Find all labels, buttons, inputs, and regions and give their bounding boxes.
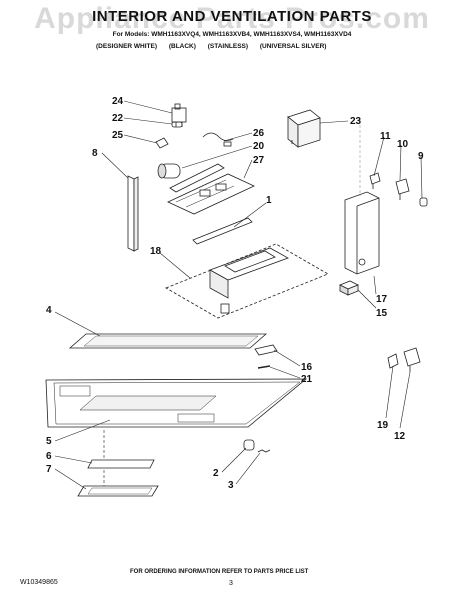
part-20-drawing — [157, 163, 181, 179]
color-universal-silver: (UNIVERSAL SILVER) — [259, 43, 327, 50]
model-list: For Models: WMH1163XVQ4, WMH1163XVB4, WM… — [112, 31, 352, 38]
part-11-drawing — [369, 172, 381, 189]
part-5-drawing — [45, 378, 308, 428]
color-stainless: (STAINLESS) — [207, 43, 249, 50]
callout-19: 19 — [377, 420, 389, 431]
part-8-drawing — [127, 175, 139, 252]
part-22-drawing — [171, 121, 183, 128]
callout-10: 10 — [397, 139, 409, 150]
part-12-drawing — [403, 347, 421, 372]
callout-18: 18 — [150, 246, 162, 257]
part-2-drawing — [243, 439, 255, 451]
leader-lines — [54, 100, 423, 490]
callout-16: 16 — [301, 362, 313, 373]
callout-5: 5 — [46, 436, 52, 447]
part-15-drawing — [339, 280, 359, 296]
callout-12: 12 — [394, 431, 406, 442]
callout-24: 24 — [112, 96, 124, 107]
part-26-drawing — [202, 132, 234, 147]
part-19-drawing — [387, 353, 399, 369]
part-24-drawing — [171, 103, 187, 127]
page-title: INTERIOR AND VENTILATION PARTS — [92, 8, 372, 25]
callout-7: 7 — [46, 464, 52, 475]
callout-9: 9 — [418, 151, 424, 162]
callout-26: 26 — [253, 128, 265, 139]
callout-8: 8 — [92, 148, 98, 159]
color-black: (BLACK) — [168, 43, 196, 50]
part-3-drawing — [257, 449, 271, 453]
callout-11: 11 — [380, 131, 391, 142]
callout-21: 21 — [301, 374, 313, 385]
part-4-drawing — [68, 333, 268, 349]
page-number: 3 — [229, 580, 233, 587]
part-1-drawing — [192, 217, 253, 245]
ordering-note: FOR ORDERING INFORMATION REFER TO PARTS … — [130, 569, 309, 575]
part-10-drawing — [395, 178, 410, 200]
callout-15: 15 — [376, 308, 388, 319]
part-25-drawing — [155, 137, 169, 149]
part-16-drawing — [254, 344, 278, 356]
callout-25: 25 — [112, 130, 124, 141]
callout-22: 22 — [112, 113, 124, 124]
callout-27: 27 — [253, 155, 265, 166]
color-variants: (DESIGNER WHITE) (BLACK) (STAINLESS) (UN… — [96, 43, 396, 50]
part-9-drawing — [419, 197, 428, 207]
part-17-drawing — [344, 191, 380, 275]
callout-3: 3 — [228, 480, 234, 491]
color-designer-white: (DESIGNER WHITE) — [96, 43, 158, 50]
part-23-drawing — [287, 109, 321, 148]
part-18-drawing — [165, 243, 329, 319]
part-7-drawing — [77, 485, 159, 497]
callout-4: 4 — [46, 305, 52, 316]
callout-6: 6 — [46, 451, 52, 462]
document-code: W10349865 — [20, 579, 58, 586]
callout-17: 17 — [376, 294, 388, 305]
callout-2: 2 — [213, 468, 219, 479]
part-20-bracket — [169, 163, 225, 193]
callout-23: 23 — [350, 116, 362, 127]
callout-numbers: 24 22 25 8 26 20 27 23 11 10 9 1 18 17 1… — [46, 96, 424, 491]
callout-1: 1 — [266, 195, 272, 206]
part-27-drawing — [167, 173, 255, 215]
callout-20: 20 — [253, 141, 265, 152]
part-21-drawing — [257, 365, 271, 369]
part-6-drawing — [87, 459, 155, 469]
